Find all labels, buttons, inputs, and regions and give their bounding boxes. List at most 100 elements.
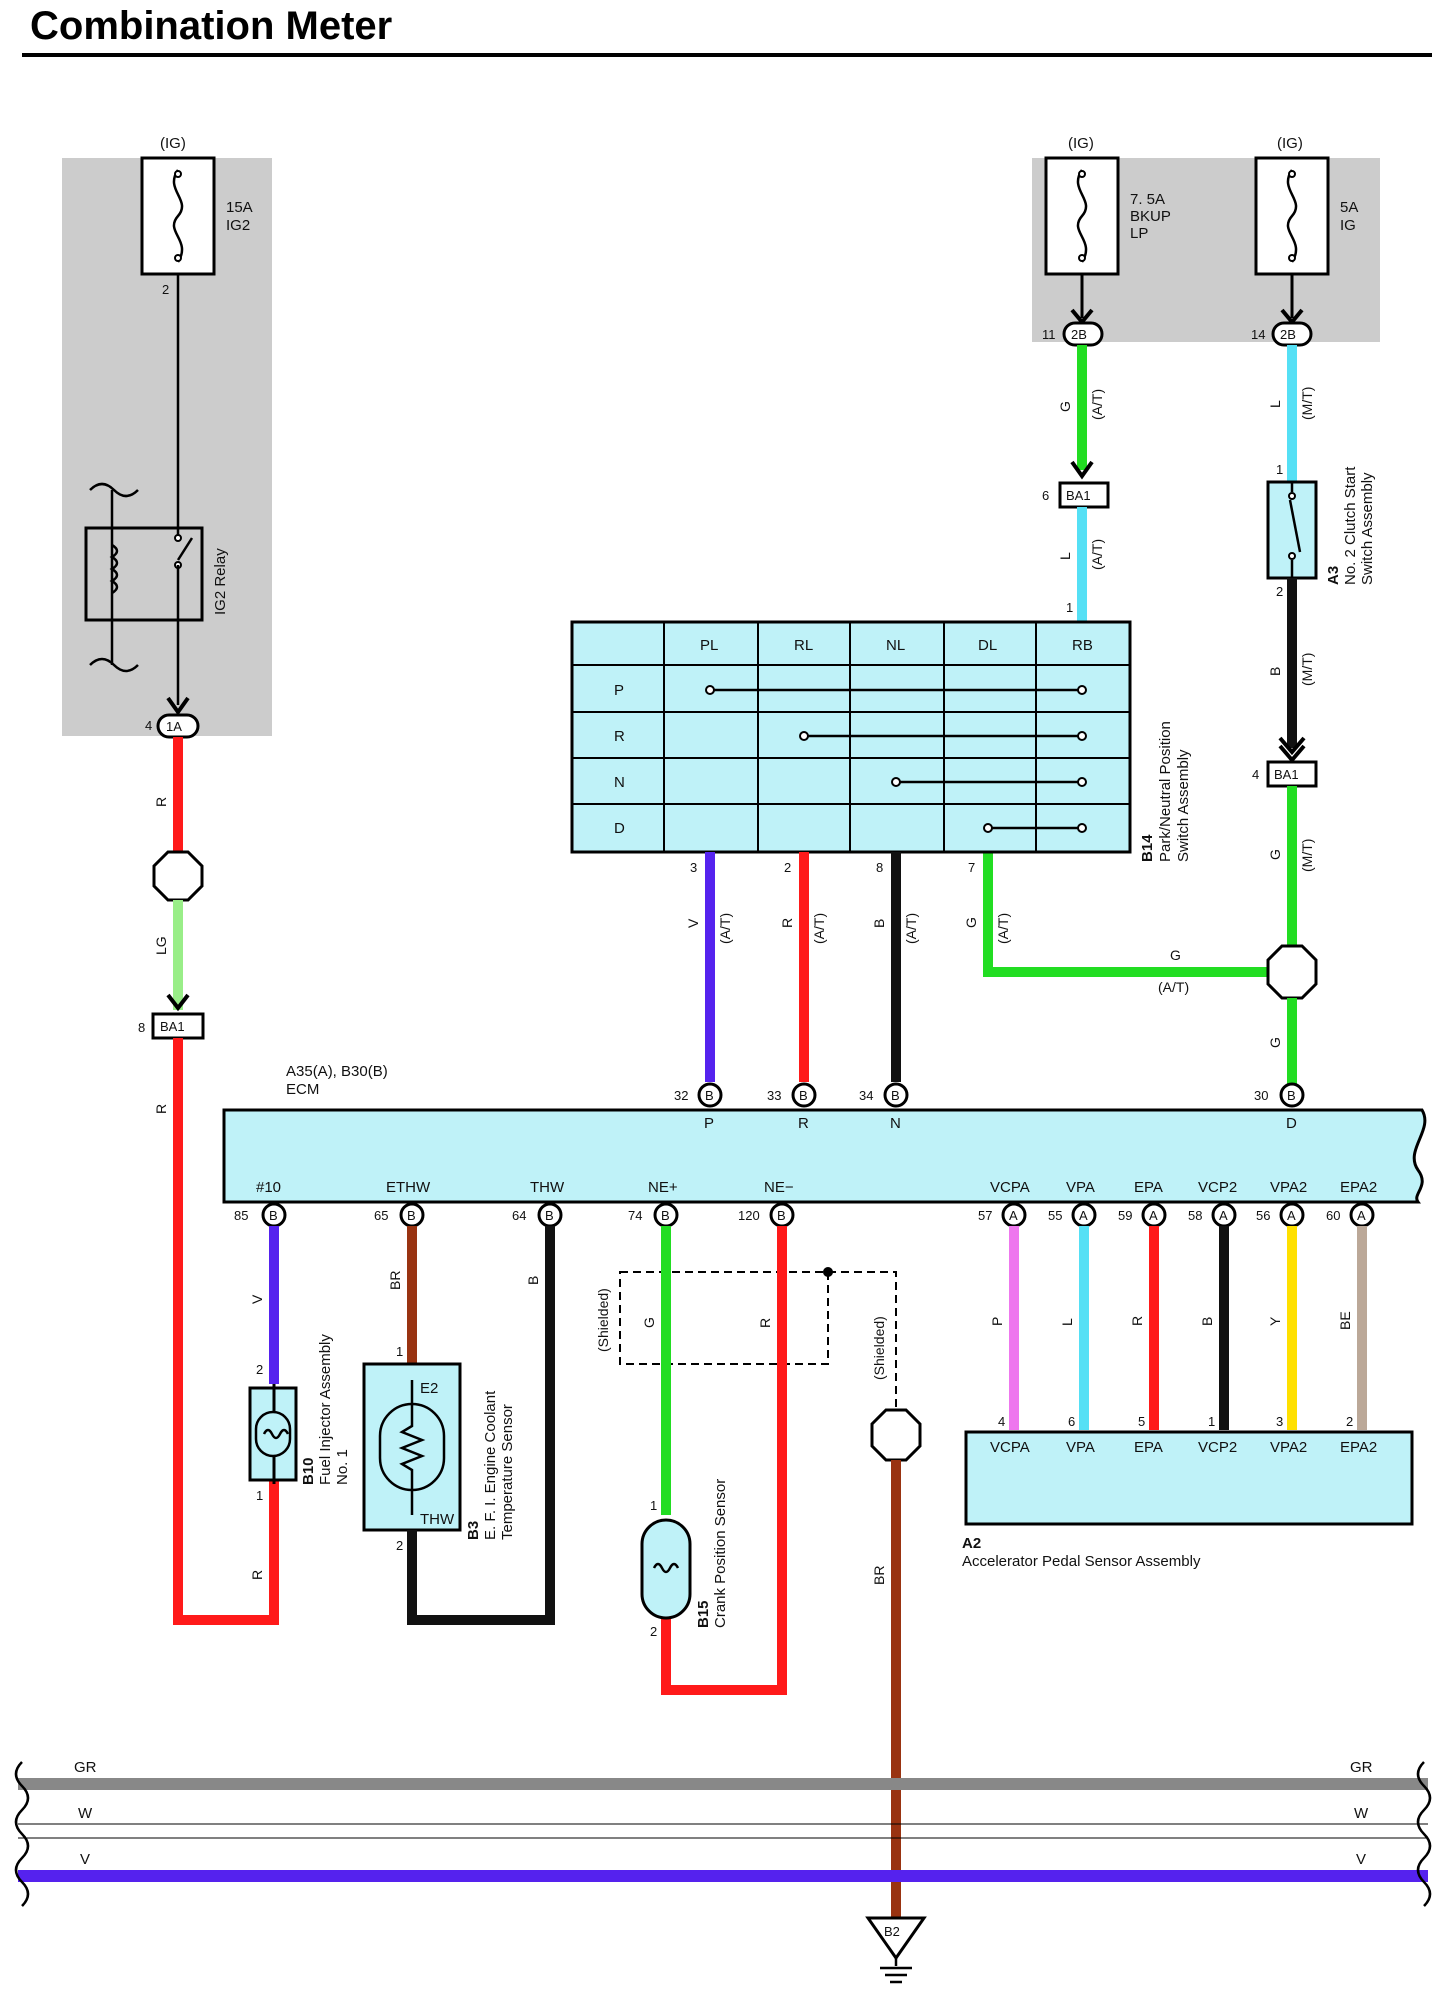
- nsw-row-n: N: [614, 774, 625, 791]
- ecm-label-10: #10: [256, 1179, 281, 1196]
- ecm-label-vcp2: VCP2: [1198, 1179, 1237, 1196]
- ecm-top-pins: 32 B P 33 B R 34 B N 30 B D: [674, 1082, 1305, 1132]
- ecm-top-conn-34: B: [891, 1088, 900, 1103]
- pedal-pin-1: 1: [1208, 1414, 1215, 1429]
- injector-name1: Fuel Injector Assembly: [317, 1334, 334, 1485]
- clutch-pin-bottom: 2: [1276, 584, 1283, 599]
- ecm-top-label-p: P: [704, 1115, 714, 1132]
- ecm-top-pin-34: 34: [859, 1088, 873, 1103]
- page-title: Combination Meter: [30, 4, 393, 48]
- ecm-pin-60: 60: [1326, 1208, 1340, 1223]
- bus-label-v-left: V: [80, 1851, 90, 1868]
- nsw-pin-2: 2: [784, 860, 791, 875]
- fuse-ig-rating: 5A: [1340, 199, 1358, 216]
- nsw-col-rb: RB: [1072, 637, 1093, 654]
- wire-label-right-b: B: [1267, 667, 1283, 676]
- connector-2b-right-code: 2B: [1280, 327, 1296, 342]
- connector-2b-left: 11 2B: [1042, 321, 1104, 347]
- pedal-pin-3: 3: [1276, 1414, 1283, 1429]
- bus-label-w-right: W: [1354, 1805, 1369, 1822]
- wire-label-left-r3: R: [249, 1570, 265, 1580]
- ecm-name: ECM: [286, 1081, 319, 1098]
- ecm-label-epa: EPA: [1134, 1179, 1163, 1196]
- wire-label-l-vpa: L: [1059, 1318, 1075, 1326]
- pedal-pin-4: 4: [998, 1414, 1005, 1429]
- wire-label-gnd-br: BR: [871, 1566, 887, 1585]
- injector-id: B10: [300, 1457, 317, 1485]
- fuse-ig2-pin: 2: [162, 282, 169, 297]
- wire-label-y-vpa2: Y: [1267, 1316, 1283, 1326]
- ecm-pin-59: 59: [1118, 1208, 1132, 1223]
- bus-lines: GR GR W W V V: [14, 1759, 1432, 1907]
- ecm-conn-85: B: [269, 1208, 278, 1223]
- ecm-conn-64: B: [545, 1208, 554, 1223]
- junction-right: [1266, 944, 1318, 1000]
- coolant-pin-top: 1: [396, 1344, 403, 1359]
- shield-box: [619, 1271, 829, 1365]
- ig2-relay: IG2 Relay: [84, 482, 229, 673]
- wire-label-right-l: L: [1267, 400, 1283, 408]
- crank-pin-bottom: 2: [650, 1624, 657, 1639]
- nsw-col-nl: NL: [886, 637, 905, 654]
- connector-2b-right: 14 2B: [1251, 321, 1313, 347]
- injector-pin-bottom: 1: [256, 1488, 263, 1503]
- ecm-conn-58: A: [1219, 1208, 1228, 1223]
- wire-label-nsw-v: V: [685, 918, 701, 928]
- nsw-row-r: R: [614, 728, 625, 745]
- junction-left: [152, 850, 204, 902]
- ecm-top-conn-33: B: [799, 1088, 808, 1103]
- shielded-label-left: (Shielded): [595, 1288, 611, 1352]
- wire-label-nsw-r-note: (A/T): [811, 913, 827, 944]
- fuse-ig2-name: IG2: [226, 217, 250, 234]
- wire-label-nsw-g-note: (A/T): [995, 913, 1011, 944]
- ecm-pin-56: 56: [1256, 1208, 1270, 1223]
- wire-label-right-g-note: (M/T): [1299, 839, 1315, 872]
- ground-b2: B2: [865, 1916, 927, 1984]
- pedal-pin-5: 5: [1138, 1414, 1145, 1429]
- ecm-top-label-d: D: [1286, 1115, 1297, 1132]
- fuse-ig2: (IG) 15A IG2 2: [140, 135, 253, 297]
- wire-label-horiz-g: G: [1170, 947, 1181, 963]
- connector-ba1-left-pin: 8: [138, 1020, 145, 1035]
- fuel-injector: B10 Fuel Injector Assembly No. 1: [248, 1334, 351, 1485]
- ecm-label-ne-minus: NE−: [764, 1179, 794, 1196]
- ecm-conn-59: A: [1149, 1208, 1158, 1223]
- coolant-pin-bottom: 2: [396, 1538, 403, 1553]
- wire-label-top-l: L: [1057, 552, 1073, 560]
- fuse-ig2-rating: 15A: [226, 199, 253, 216]
- coolant-thw: THW: [420, 1511, 455, 1528]
- wire-label-b-thw: B: [525, 1276, 541, 1285]
- fuse-bkup-rating: 7. 5A: [1130, 191, 1165, 208]
- ecm-pin-85: 85: [234, 1208, 248, 1223]
- fuse-ig-name: IG: [1340, 217, 1356, 234]
- wire-label-right-l-note: (M/T): [1299, 387, 1315, 420]
- connector-2b-left-code: 2B: [1071, 327, 1087, 342]
- clutch-pin-top: 1: [1276, 462, 1283, 477]
- ecm-pin-58: 58: [1188, 1208, 1202, 1223]
- wire-label-top-g-note: (A/T): [1089, 389, 1105, 420]
- ecm-label-ethw: ETHW: [386, 1179, 431, 1196]
- wire-label-right-g2: G: [1267, 1037, 1283, 1048]
- wire-label-be-epa2: BE: [1337, 1311, 1353, 1330]
- fuse-ig: (IG) 5A IG: [1254, 135, 1358, 276]
- connector-1a-pin: 4: [145, 718, 152, 733]
- ecm-box: [222, 1108, 1427, 1204]
- ecm-label-vpa: VPA: [1066, 1179, 1095, 1196]
- wire-label-crank-r: R: [757, 1318, 773, 1328]
- nsw-col-pl: PL: [700, 637, 718, 654]
- fuse-ig2-source: (IG): [160, 135, 186, 152]
- wire-label-inj-v: V: [249, 1294, 265, 1304]
- ecm-label-vpa2: VPA2: [1270, 1179, 1307, 1196]
- wire-label-top-g: G: [1057, 401, 1073, 412]
- ecm-pin-120: 120: [738, 1208, 760, 1223]
- fuse-bkup: (IG) 7. 5A BKUP LP: [1044, 135, 1171, 276]
- bus-label-gr-left: GR: [74, 1759, 97, 1776]
- pedal-id: A2: [962, 1535, 981, 1552]
- ecm-top-pin-33: 33: [767, 1088, 781, 1103]
- connector-ba1-top-pin: 6: [1042, 488, 1049, 503]
- coolant-e2: E2: [420, 1380, 438, 1397]
- ecm-label-thw: THW: [530, 1179, 565, 1196]
- wire-label-top-l-note: (A/T): [1089, 539, 1105, 570]
- nsw-table: PL RL NL DL RB P R N D B14 Park/Neutral …: [570, 620, 1192, 862]
- ecm-top-conn-32: B: [705, 1088, 714, 1103]
